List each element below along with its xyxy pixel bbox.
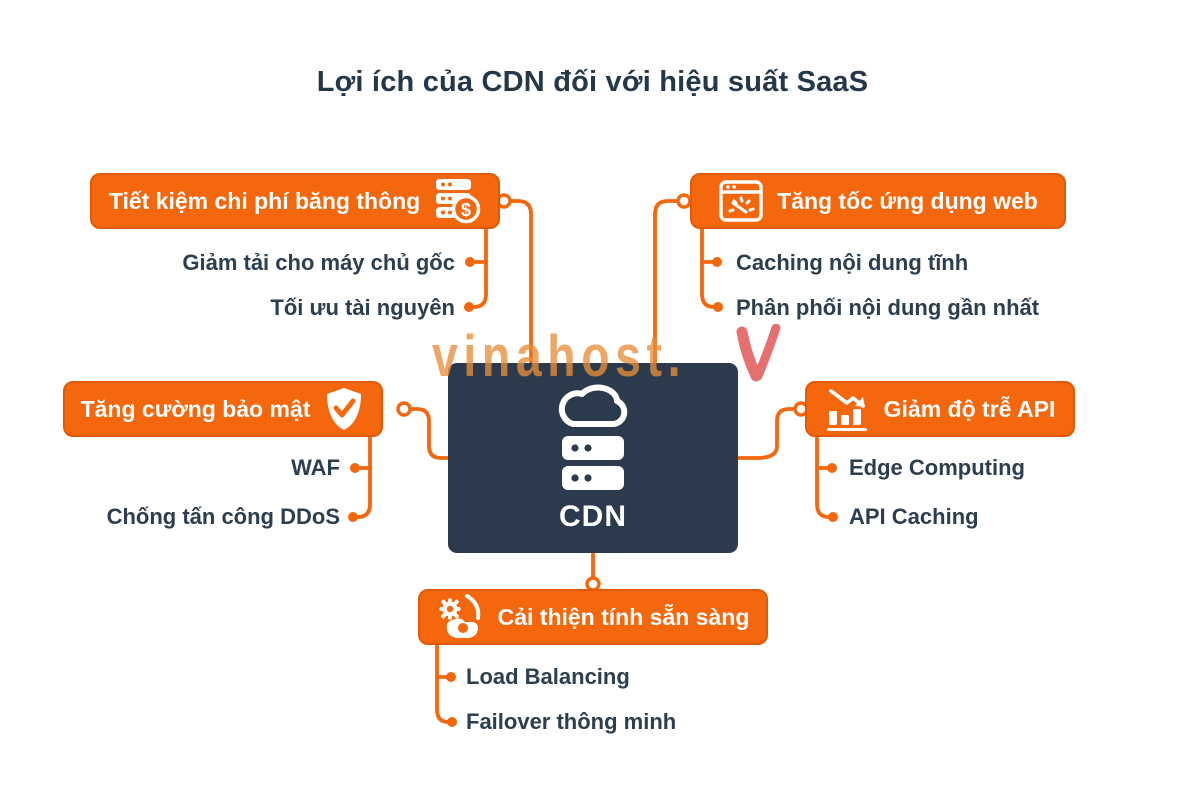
branch-box-availability: Cải thiện tính sẵn sàng: [418, 589, 768, 645]
branch-box-web-acceleration: Tăng tốc ứng dụng web: [690, 173, 1066, 229]
sub-item: Phân phối nội dung gần nhất: [736, 295, 1040, 320]
bullet-dots: [348, 257, 838, 727]
cdn-label: CDN: [559, 500, 627, 533]
branch-label: Tiết kiệm chi phí băng thông: [108, 187, 421, 214]
browser-speedometer-icon: [719, 180, 763, 222]
sub-item: Failover thông minh: [466, 709, 677, 734]
hand-gear-icon: [439, 594, 480, 638]
sub-item: Caching nội dung tĩnh: [736, 250, 969, 275]
spine-availability: [435, 643, 450, 724]
branch-box-api-latency: Giảm độ trễ API: [805, 381, 1075, 437]
connector-bandwidth-to-cdn: [509, 199, 533, 364]
page-title: Lợi ích của CDN đối với hiệu suất SaaS: [316, 66, 869, 98]
chart-decrease-icon: [826, 389, 867, 431]
branch-box-bandwidth-savings: Tiết kiệm chi phí băng thông $: [90, 173, 500, 229]
sub-item: Load Balancing: [466, 664, 630, 689]
sub-item: Tối ưu tài nguyên: [270, 295, 455, 320]
branch-label: Tăng tốc ứng dụng web: [777, 187, 1038, 214]
server-dollar-icon: $: [436, 179, 481, 224]
sub-item: Giảm tải cho máy chủ gốc: [182, 250, 455, 275]
branch-box-security: Tăng cường bảo mật: [63, 381, 383, 437]
sub-item: API Caching: [849, 504, 979, 529]
cloud-server-icon: [558, 384, 628, 490]
connector-webspeed-to-cdn: [653, 199, 680, 364]
spine-webspeed: [700, 227, 716, 309]
sub-item: WAF: [291, 455, 340, 480]
port-webspeed: [676, 193, 692, 209]
port-security: [396, 401, 412, 417]
sub-item: Chống tấn công DDoS: [106, 504, 340, 529]
spine-bandwidth: [472, 227, 488, 309]
branch-label: Giảm độ trễ API: [883, 395, 1056, 422]
branch-label: Cải thiện tính sẵn sàng: [497, 603, 750, 630]
cdn-node: CDN: [448, 363, 738, 553]
svg-text:$: $: [461, 200, 471, 220]
spine-security: [356, 435, 372, 519]
connector-security-to-cdn: [409, 407, 451, 460]
spine-api: [815, 435, 831, 519]
sub-item: Edge Computing: [849, 455, 1025, 480]
shield-check-icon: [327, 388, 362, 430]
branch-label: Tăng cường bảo mật: [80, 395, 311, 422]
connector-api-to-cdn: [735, 407, 796, 460]
